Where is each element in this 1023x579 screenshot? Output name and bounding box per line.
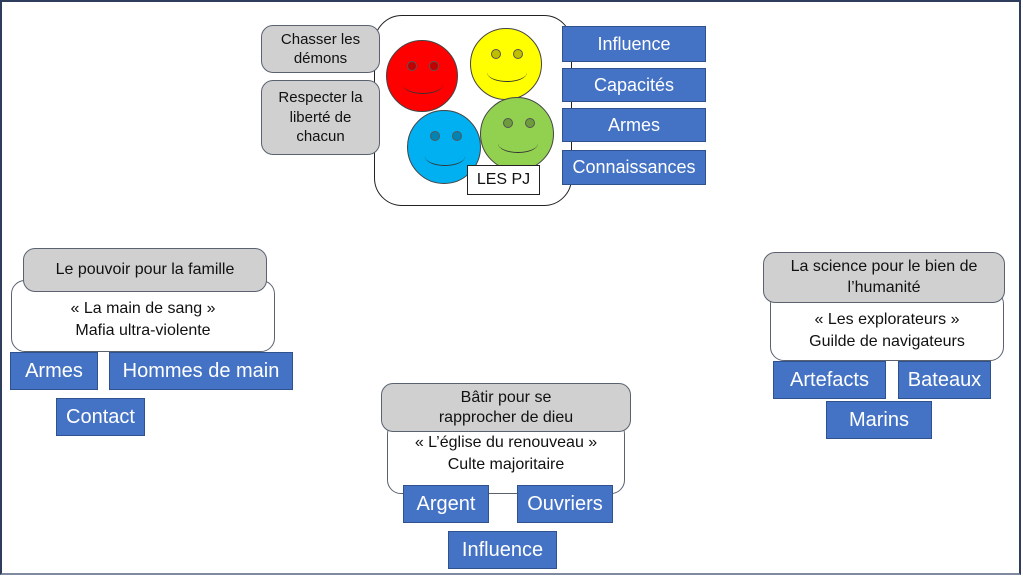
pj-resource-influence: Influence [562,26,706,62]
explorers-resource-marins: Marins [826,401,932,439]
eye-icon [513,49,523,59]
mafia-faction-card: « La main de sang » Mafia ultra-violente [11,280,275,352]
yellow-face [470,28,542,100]
smile-icon [498,134,538,153]
goal-line: La science pour le bien de [790,257,978,275]
mafia-resource-contact: Contact [56,398,145,436]
goal-line: Respecter la [278,89,363,107]
explorers-goal: La science pour le bien de l’humanité [763,252,1005,303]
mafia-resource-hommes-de-main: Hommes de main [109,352,293,390]
eye-icon [452,131,462,141]
mafia-goal: Le pouvoir pour la famille [23,248,267,292]
eye-icon [429,61,439,71]
eye-icon [525,118,535,128]
pj-label: LES PJ [467,165,540,195]
eye-icon [491,49,501,59]
pj-resource-armes: Armes [562,108,706,142]
faction-name: « L’église du renouveau » [414,434,598,452]
pj-resource-capacites: Capacités [562,68,706,102]
church-resource-ouvriers: Ouvriers [517,485,613,523]
goal-line: chacun [296,128,345,146]
faction-type: Culte majoritaire [447,456,565,473]
church-resource-influence: Influence [448,531,557,569]
eye-icon [503,118,513,128]
explorers-resource-artefacts: Artefacts [773,361,886,399]
eye-icon [407,61,417,71]
church-resource-argent: Argent [403,485,489,523]
eye-icon [430,131,440,141]
pj-resource-connaissances: Connaissances [562,150,706,185]
goal-line: Bâtir pour se [460,388,552,406]
goal-line: démons [293,50,348,67]
smile-icon [403,75,443,94]
goal-line: l’humanité [847,278,921,296]
faction-type: Guilde de navigateurs [809,332,965,350]
church-goal: Bâtir pour se rapprocher de dieu [381,383,631,432]
mafia-resource-armes: Armes [10,352,98,390]
red-face [386,40,458,112]
goal-line: rapprocher de dieu [438,408,574,426]
smile-icon [425,147,465,166]
faction-name: « Les explorateurs » [814,310,960,328]
goal-line: liberté de [289,108,352,126]
pj-goal-liberte: Respecter la liberté de chacun [261,80,380,155]
faction-name: « La main de sang » [70,300,216,318]
explorers-resource-bateaux: Bateaux [898,361,991,399]
pj-goal-chasser: Chasser les démons [261,25,380,73]
goal-line: Chasser les [280,30,361,48]
faction-type: Mafia ultra-violente [75,322,211,339]
green-face [480,97,554,171]
smile-icon [487,63,527,82]
